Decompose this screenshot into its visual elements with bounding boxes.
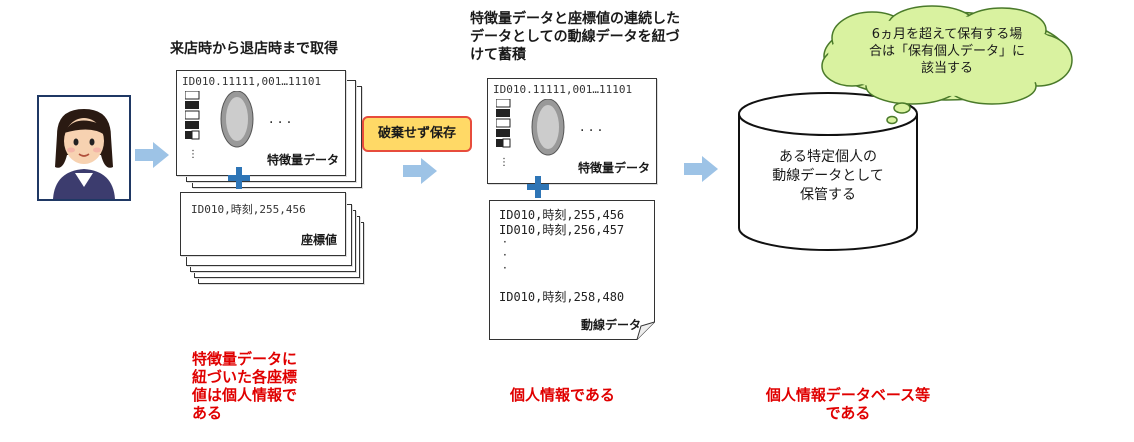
- person-avatar: [37, 95, 131, 201]
- save-without-discard-button[interactable]: 破棄せず保存: [362, 116, 472, 152]
- coord-card-label: 座標値: [300, 233, 337, 247]
- note-middle: 個人情報である: [510, 386, 615, 404]
- cylinder-text-line: ある特定個人の: [779, 149, 877, 165]
- step1-title: 来店時から退店時まで取得: [170, 41, 338, 57]
- thought-cloud-icon: [821, 5, 1073, 125]
- feature-thumbnail-icon: ⋮ · · ·: [496, 99, 602, 168]
- flow-data-card: ID010,時刻,255,456 ID010,時刻,256,457 ··· ID…: [489, 200, 655, 340]
- step2-title-line: 特徴量データと座標値の連続した: [470, 11, 680, 27]
- note-left-line: ある: [192, 404, 223, 422]
- note-left-line: 値は個人情報で: [192, 386, 298, 404]
- right-arrow-icon: [684, 156, 718, 182]
- step2-title: 特徴量データと座標値の連続した データとしての動線データを紐づ けて蓄積: [470, 10, 680, 64]
- cylinder-text-line: 保管する: [800, 187, 856, 203]
- plus-icon: [527, 176, 549, 198]
- cloud-text-line: 6ヵ月を超えて保有する場: [871, 27, 1023, 42]
- database-cylinder-icon: [738, 92, 918, 251]
- flow-row: ID010,時刻,256,457: [499, 223, 625, 237]
- feature-card-label: 特徴量データ: [266, 153, 339, 167]
- step2-title-line: データとしての動線データを紐づ: [470, 29, 680, 45]
- svg-text:⋮: ⋮: [499, 157, 509, 168]
- coord-row: ID010,時刻,255,456: [191, 203, 306, 216]
- cylinder-text-line: 動線データとして: [772, 168, 884, 184]
- svg-text:· · ·: · · ·: [269, 115, 291, 131]
- cloud-text-line: 該当する: [920, 61, 973, 76]
- feature-id-text: ID010.11111,001…11101: [493, 83, 633, 96]
- right-arrow-icon: [135, 142, 169, 168]
- flow-card-label: 動線データ: [580, 318, 641, 332]
- cylinder-text: ある特定個人の 動線データとして 保管する: [738, 148, 918, 205]
- step2-title-line: けて蓄積: [470, 47, 526, 63]
- right-arrow-icon: [403, 158, 437, 184]
- note-left-line: 紐づいた各座標: [192, 368, 298, 386]
- flow-row: ID010,時刻,255,456: [499, 208, 625, 222]
- svg-text:· · ·: · · ·: [580, 123, 602, 139]
- cloud-text-line: 合は「保有個人データ」に: [868, 44, 1025, 59]
- note-right: 個人情報データベース等 である: [748, 386, 948, 422]
- feature-thumbnail-icon: ⋮ · · ·: [185, 91, 291, 160]
- feature-card: ID010.11111,001…11101 ⋮ · · · 特徴量データ: [176, 70, 346, 176]
- note-left: 特徴量データに 紐づいた各座標 値は個人情報で ある: [192, 350, 297, 422]
- note-right-line: 個人情報データベース等: [765, 386, 931, 404]
- feature-card-label: 特徴量データ: [577, 161, 650, 175]
- vertical-ellipsis-icon: ···: [503, 235, 507, 275]
- feature-id-text: ID010.11111,001…11101: [182, 75, 322, 88]
- note-left-line: 特徴量データに: [192, 350, 298, 368]
- coord-card: ID010,時刻,255,456 座標値: [180, 192, 346, 256]
- woman-icon: [53, 109, 115, 199]
- cloud-text: 6ヵ月を超えて保有する場 合は「保有個人データ」に 該当する: [836, 26, 1058, 77]
- svg-text:⋮: ⋮: [188, 149, 198, 160]
- plus-icon: [228, 167, 250, 189]
- note-right-line: である: [825, 404, 871, 422]
- flow-row: ID010,時刻,258,480: [499, 290, 625, 304]
- flow-data-card-shape: [489, 200, 655, 340]
- feature-card-2: ID010.11111,001…11101 ⋮ · · · 特徴量データ: [487, 78, 657, 184]
